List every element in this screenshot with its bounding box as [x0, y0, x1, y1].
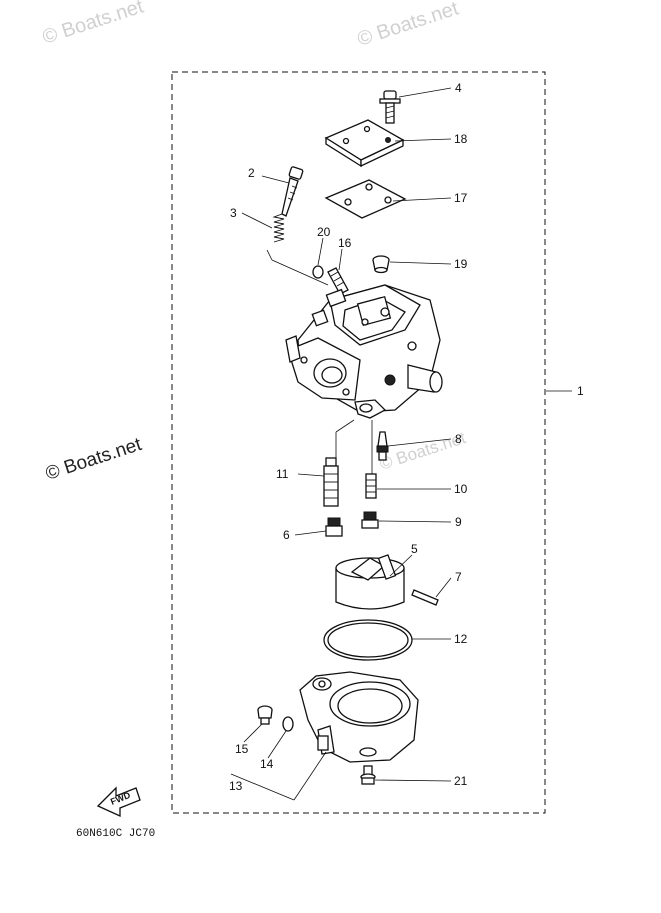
callout-17: 17 [454, 191, 468, 205]
callout-10: 10 [454, 482, 468, 496]
part-21-drain-screw [360, 765, 376, 785]
part-6-main-jet [325, 517, 343, 537]
part-20-o-ring [312, 265, 324, 279]
part-10-jet [365, 473, 377, 499]
callout-13: 13 [229, 779, 243, 793]
callout-3: 3 [230, 206, 237, 220]
drawing-code: 60N610C JC70 [76, 828, 155, 840]
part-14-washer [282, 716, 294, 732]
callout-12: 12 [454, 632, 468, 646]
callout-19: 19 [454, 257, 468, 271]
part-18-cover-plate [324, 119, 405, 168]
callout-18: 18 [454, 132, 468, 146]
leader-lines [230, 87, 572, 801]
part-17-gasket [324, 179, 407, 219]
part-11-main-nozzle [323, 457, 339, 507]
callout-14: 14 [260, 757, 274, 771]
callout-5: 5 [411, 542, 418, 556]
part-8-needle-valve [376, 431, 389, 461]
part-15-screw [257, 705, 273, 725]
watermark-top-left: © Boats.net [40, 0, 147, 49]
part-16-screw [327, 267, 349, 295]
assembly-border [171, 71, 546, 814]
callout-1: 1 [577, 384, 584, 398]
callout-16: 16 [338, 236, 352, 250]
callout-4: 4 [455, 81, 462, 95]
part-4-bolt [379, 90, 401, 124]
part-2-pilot-screw [281, 166, 304, 217]
callout-2: 2 [248, 166, 255, 180]
watermark-top-right: © Boats.net [355, 0, 462, 51]
callout-15: 15 [235, 742, 249, 756]
part-float-bowl [299, 671, 419, 763]
fwd-arrow-icon: FWD [96, 786, 141, 818]
callout-9: 9 [455, 515, 462, 529]
part-5-float [335, 554, 405, 610]
callout-labels: 4 18 17 2 3 20 16 19 1 8 11 10 9 6 5 7 1… [229, 81, 584, 793]
part-1-carburetor-body [285, 284, 443, 419]
part-9-pilot-jet [361, 511, 379, 529]
callout-8: 8 [455, 432, 462, 446]
part-19-plug [372, 255, 390, 274]
part-3-spring [272, 213, 285, 243]
callout-11: 11 [276, 467, 289, 481]
part-12-gasket-ring [323, 619, 413, 661]
callout-6: 6 [283, 528, 290, 542]
part-7-float-pin [411, 589, 439, 606]
callout-7: 7 [455, 570, 462, 584]
watermark-side: © Boats.net [43, 434, 145, 485]
callout-21: 21 [454, 774, 468, 788]
callout-20: 20 [317, 225, 331, 239]
